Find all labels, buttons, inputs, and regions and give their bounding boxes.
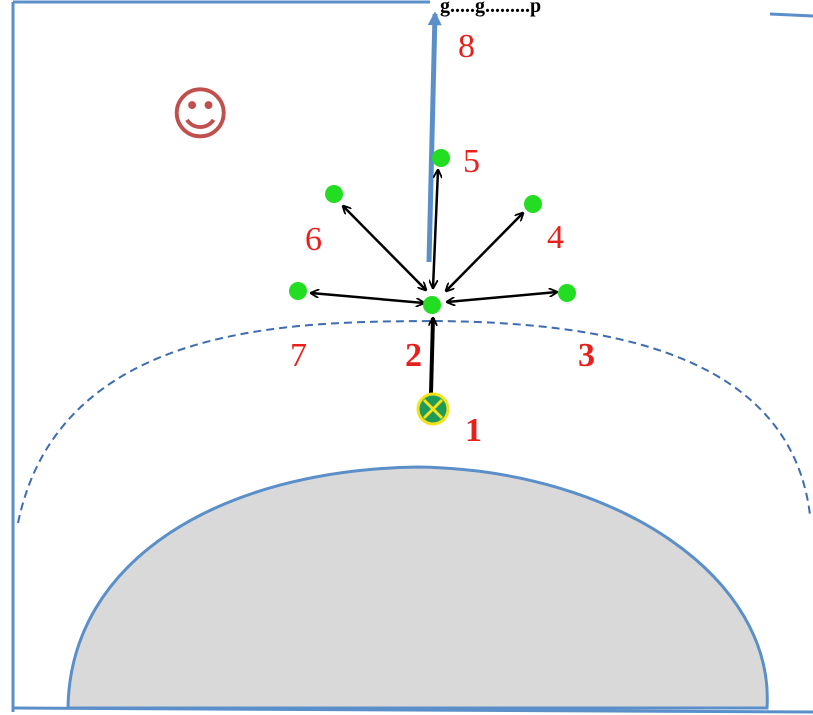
frame-top-border-right <box>769 12 813 18</box>
arrow-node2-node6 <box>343 206 426 290</box>
node-4 <box>524 195 542 213</box>
label-6: 6 <box>305 221 322 258</box>
label-8: 8 <box>458 28 475 65</box>
header-text-fragment: g.....g.........p <box>440 0 541 17</box>
node-7 <box>289 282 307 300</box>
escape-arrow <box>426 11 442 263</box>
start-node <box>416 392 450 426</box>
arrow-node2-node7 <box>311 293 424 303</box>
label-5: 5 <box>463 143 480 180</box>
start-to-node2-arrow <box>431 318 433 394</box>
node-6 <box>325 185 343 203</box>
arrow-node2-node3 <box>447 292 557 302</box>
label-7: 7 <box>290 337 307 374</box>
ground-mound <box>66 465 769 710</box>
node-2 <box>423 296 441 314</box>
label-4: 4 <box>547 219 564 256</box>
label-2: 2 <box>405 337 422 374</box>
dashed-horizon <box>17 319 811 524</box>
arrow-node2-node4 <box>446 213 523 291</box>
arrow-node2-node5 <box>433 170 438 288</box>
label-1: 1 <box>465 412 482 449</box>
node-5 <box>432 149 450 167</box>
node-3 <box>558 284 576 302</box>
label-3: 3 <box>578 337 595 374</box>
smiley-icon: ☺ <box>170 80 230 148</box>
